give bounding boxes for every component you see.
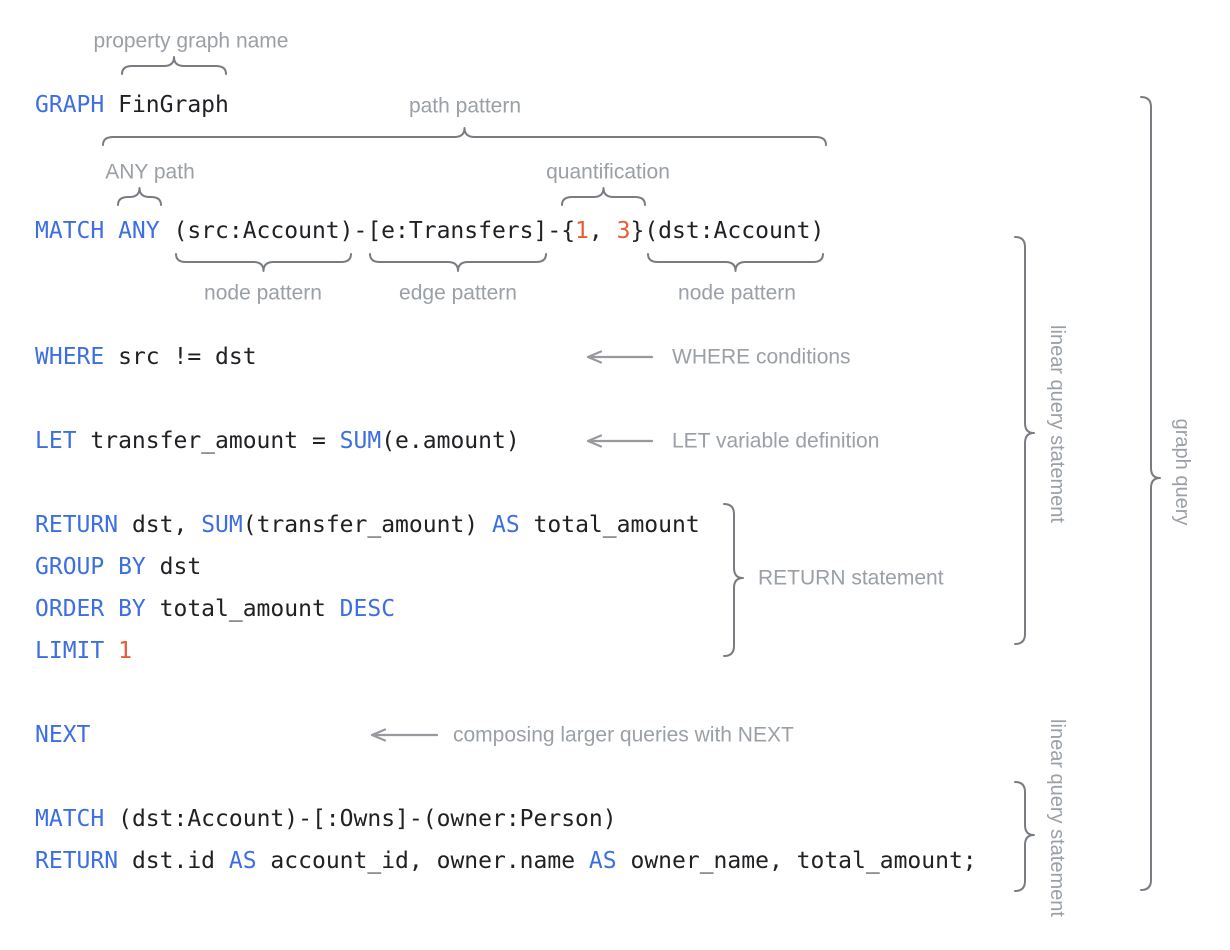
code-segment-plain: src != dst — [104, 344, 257, 370]
code-segment-plain: dst, — [118, 512, 202, 538]
code-segment-keyword: AS — [228, 848, 257, 874]
annotation-label-quantification: quantification — [546, 160, 670, 184]
code-segment-plain: dst.id — [118, 848, 229, 874]
code-segment-keyword: GRAPH — [35, 92, 105, 118]
code-segment-plain: (e.amount) — [381, 428, 520, 454]
annotation-label-let-variable-definition: LET variable definition — [672, 429, 880, 453]
code-segment-keyword: SUM — [201, 512, 243, 538]
code-segment-number: 3 — [616, 218, 631, 244]
annotation-label-where-conditions: WHERE conditions — [672, 345, 851, 369]
code-segment-plain: (dst:Account)-[:Owns]-(owner:Person) — [104, 806, 617, 832]
code-segment-keyword: AS — [491, 512, 520, 538]
brace-node-pattern-src — [175, 253, 352, 272]
brace-node-pattern-dst — [647, 253, 824, 272]
code-segment-keyword: RETURN — [35, 512, 119, 538]
annotation-label-property-graph-name: property graph name — [93, 29, 289, 53]
annotation-label-composing-next: composing larger queries with NEXT — [453, 723, 794, 747]
brace-property-graph-name — [121, 56, 227, 75]
code-line: GRAPH FinGraph — [35, 84, 229, 126]
code-segment-keyword: LET — [35, 428, 77, 454]
annotation-label-any-path: ANY path — [105, 160, 195, 184]
code-segment-keyword: GROUP BY — [35, 554, 146, 580]
code-segment-keyword: NEXT — [35, 722, 91, 748]
code-segment-plain: account_id, owner.name — [256, 848, 589, 874]
code-segment-keyword: MATCH ANY — [35, 218, 160, 244]
arrow-let-variable-definition — [586, 434, 654, 448]
annotation-label-node-pattern-dst: node pattern — [678, 281, 796, 305]
code-segment-keyword: RETURN — [35, 848, 119, 874]
code-segment-plain — [104, 638, 118, 664]
code-segment-plain: , — [588, 218, 617, 244]
arrow-where-conditions — [586, 350, 654, 364]
brace-any-path — [117, 187, 162, 206]
code-line: LIMIT 1 — [35, 630, 132, 672]
code-segment-keyword: LIMIT — [35, 638, 105, 664]
brace-edge-pattern — [369, 253, 547, 272]
code-segment-plain: }(dst:Account) — [630, 218, 825, 244]
code-segment-plain: FinGraph — [104, 92, 229, 118]
brace-graph-query — [1140, 96, 1161, 891]
code-line: MATCH (dst:Account)-[:Owns]-(owner:Perso… — [35, 798, 617, 840]
code-segment-keyword: WHERE — [35, 344, 105, 370]
code-segment-keyword: SUM — [339, 428, 382, 454]
code-line: RETURN dst, SUM(transfer_amount) AS tota… — [35, 504, 700, 546]
annotation-label-linear-query-statement-top: linear query statement — [1046, 325, 1068, 523]
code-segment-plain: owner_name, total_amount; — [616, 848, 977, 874]
code-segment-plain: total_amount — [519, 512, 700, 538]
code-line: ORDER BY total_amount DESC — [35, 588, 395, 630]
annotation-label-node-pattern-src: node pattern — [204, 281, 322, 305]
code-segment-plain: (transfer_amount) — [242, 512, 492, 538]
brace-path-pattern — [102, 127, 827, 146]
annotation-label-graph-query: graph query — [1171, 418, 1193, 526]
brace-quantification — [561, 187, 646, 206]
code-segment-plain: total_amount — [145, 596, 340, 622]
code-segment-keyword: DESC — [339, 596, 396, 622]
code-segment-plain: dst — [145, 554, 202, 580]
code-segment-keyword: ORDER BY — [35, 596, 146, 622]
code-line: LET transfer_amount = SUM(e.amount) — [35, 420, 520, 462]
arrow-composing-next — [370, 728, 439, 742]
code-line: WHERE src != dst — [35, 336, 257, 378]
brace-linear-query-statement-top — [1014, 236, 1035, 645]
code-segment-keyword: AS — [588, 848, 617, 874]
annotation-label-edge-pattern: edge pattern — [399, 281, 517, 305]
brace-linear-query-statement-bottom — [1014, 781, 1035, 892]
code-segment-number: 1 — [118, 638, 132, 664]
annotation-label-path-pattern: path pattern — [408, 94, 522, 118]
code-line: NEXT — [35, 714, 90, 756]
code-segment-number: 1 — [575, 218, 589, 244]
annotation-label-return-statement: RETURN statement — [758, 566, 944, 590]
code-segment-plain: transfer_amount = — [76, 428, 340, 454]
code-segment-plain: (src:Account)-[e:Transfers]-{ — [159, 218, 576, 244]
code-line: GROUP BY dst — [35, 546, 201, 588]
code-line: RETURN dst.id AS account_id, owner.name … — [35, 840, 977, 882]
code-line: MATCH ANY (src:Account)-[e:Transfers]-{1… — [35, 210, 824, 252]
annotation-label-linear-query-statement-bottom: linear query statement — [1046, 719, 1068, 917]
code-segment-keyword: MATCH — [35, 806, 105, 832]
brace-return-statement — [723, 503, 744, 657]
